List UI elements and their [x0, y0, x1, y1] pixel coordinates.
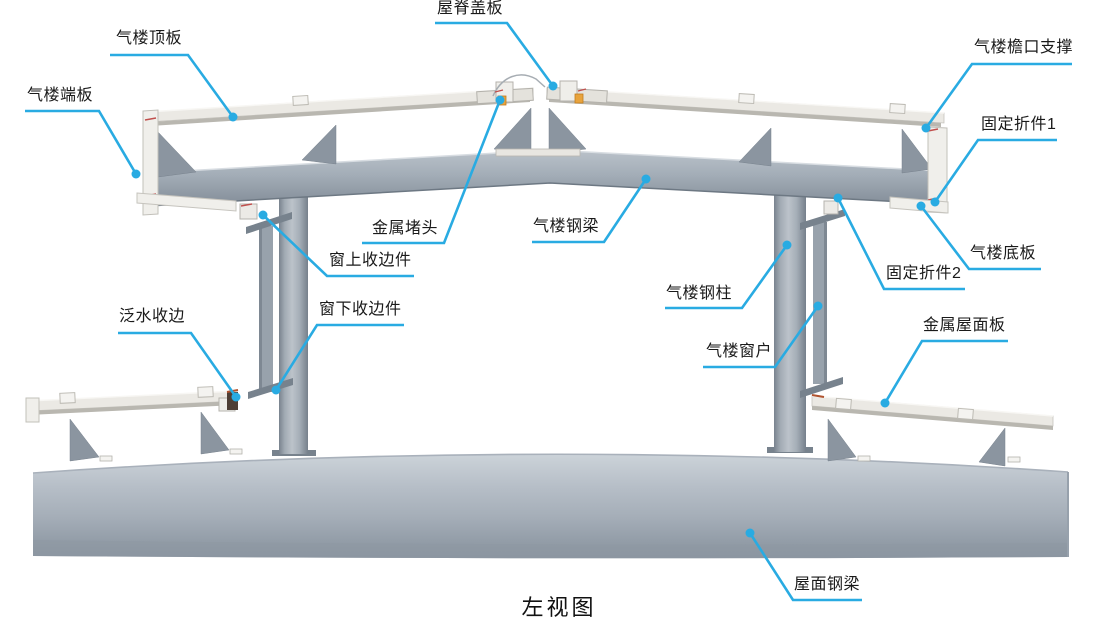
label-metal-plug: 金属堵头 — [372, 220, 439, 237]
callout-line-window-bottom-trim — [271, 323, 404, 395]
metal-roof-panel-left-shape — [25, 386, 243, 462]
monitor-window-right-shape — [800, 200, 845, 398]
label-monitor-top-plate: 气楼顶板 — [116, 30, 183, 47]
ridge-assembly — [476, 74, 608, 106]
label-monitor-window: 气楼窗户 — [706, 343, 773, 360]
callout-line-monitor-end-plate — [25, 109, 141, 179]
callout-line-metal-roof-panel — [880, 339, 1008, 408]
metal-roof-panel-right-shape — [811, 394, 1054, 467]
label-flashing-trim: 泛水收边 — [119, 308, 186, 325]
callout-line-window-top-trim — [258, 210, 414, 278]
label-monitor-steel-column: 气楼钢柱 — [666, 285, 733, 302]
label-monitor-end-plate: 气楼端板 — [27, 87, 94, 104]
monitor-bottom-plate-left-shape — [136, 192, 237, 212]
label-fixing-piece-2: 固定折件2 — [886, 265, 962, 282]
callout-line-monitor-top-plate — [110, 53, 238, 122]
callout-line-monitor-window — [703, 301, 823, 369]
callout-line-monitor-steel-beam — [532, 174, 651, 244]
ridge-cover-plate-shape — [492, 74, 546, 97]
monitor-steel-column-right — [767, 194, 813, 453]
callout-line-flashing-trim — [118, 331, 241, 402]
label-monitor-steel-beam: 气楼钢梁 — [533, 218, 600, 235]
roof-steel-beam-shape — [32, 453, 1069, 559]
view-title: 左视图 — [521, 595, 597, 620]
label-ridge-cover-plate: 屋脊盖板 — [437, 0, 504, 17]
callout-line-metal-plug — [362, 95, 505, 245]
window-top-trim-shape — [239, 203, 258, 220]
label-monitor-bottom-plate: 气楼底板 — [970, 245, 1037, 262]
monitor-eave-support-gussets — [157, 107, 933, 178]
callout-line-ridge-cover-plate — [435, 21, 558, 91]
callout-line-monitor-eave-support — [921, 62, 1072, 133]
callout-line-roof-steel-beam — [745, 528, 862, 602]
callout-line-monitor-steel-column — [665, 240, 792, 310]
monitor-top-plate-shape — [145, 87, 945, 127]
ridge-bracket — [495, 148, 581, 157]
label-window-top-trim: 窗上收边件 — [329, 252, 412, 269]
callout-line-fixing-piece-2 — [833, 193, 965, 291]
label-window-bottom-trim: 窗下收边件 — [319, 301, 402, 318]
label-fixing-piece-1: 固定折件1 — [981, 116, 1057, 133]
label-metal-roof-panel: 金属屋面板 — [923, 317, 1006, 334]
label-monitor-eave-support: 气楼檐口支撑 — [974, 39, 1074, 56]
monitor-steel-beam-shape — [147, 149, 943, 207]
monitor-steel-column-left — [272, 196, 316, 456]
callout-line-monitor-bottom-plate — [916, 201, 1041, 271]
callout-line-fixing-piece-1 — [930, 138, 1057, 207]
label-roof-steel-beam: 屋面钢梁 — [794, 576, 861, 593]
